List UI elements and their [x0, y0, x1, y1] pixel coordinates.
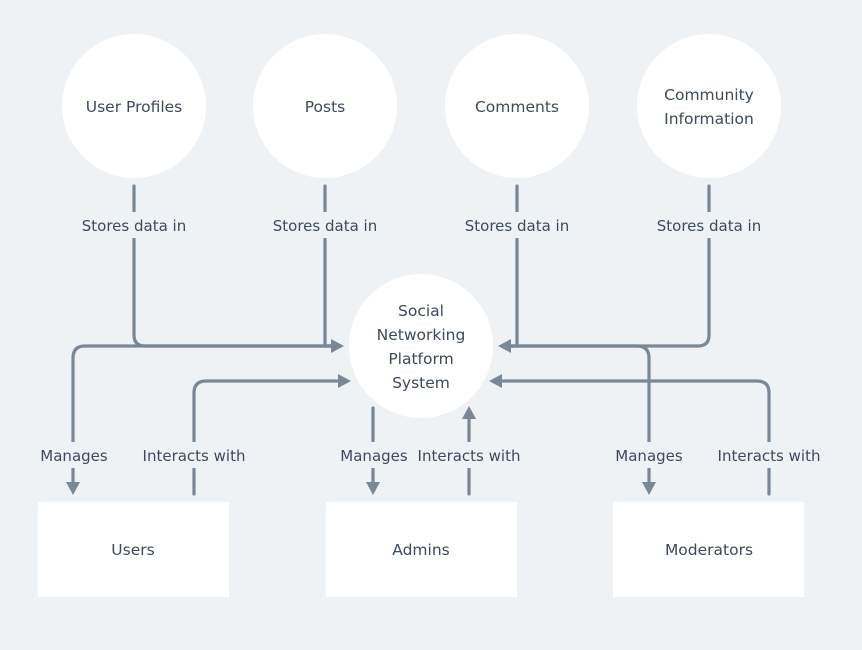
edge-label-users-to-system: Interacts with	[143, 447, 246, 465]
edge-label-bg	[611, 442, 687, 468]
edge-users-to-system	[192, 379, 342, 496]
node-system-label-line-1: Social	[398, 302, 444, 320]
arrowhead-into-system-bottom	[462, 406, 476, 419]
node-user-profiles-shape	[62, 34, 206, 178]
node-community-information-label-line-2: Information	[664, 110, 754, 128]
arrowhead-into-users	[66, 482, 80, 495]
node-system-label-line-2: Networking	[377, 326, 466, 344]
node-admins: Admins	[326, 502, 517, 597]
edge-label-admins-to-system: Interacts with	[418, 447, 521, 465]
edge-system-to-moderators	[503, 344, 651, 486]
edge-label-posts: Stores data in	[273, 217, 377, 235]
node-system-label-line-3: Platform	[388, 350, 453, 368]
edge-label-moderators-to-system: Interacts with	[718, 447, 821, 465]
edge-moderators-to-system	[498, 379, 771, 496]
edge-label-system-to-users: Manages	[40, 447, 108, 465]
node-community-information-shape	[637, 34, 781, 178]
edge-label-system-to-admins: Manages	[340, 447, 408, 465]
node-moderators-label: Moderators	[665, 541, 753, 559]
node-posts: Posts	[253, 34, 397, 178]
node-system-label-line-4: System	[392, 374, 450, 392]
node-posts-shape	[253, 34, 397, 178]
edge-user-profiles-to-system	[132, 184, 335, 348]
edge-label-bg	[138, 442, 250, 468]
edge-label-bg	[413, 442, 525, 468]
node-admins-label: Admins	[392, 541, 449, 559]
node-system: Social Networking Platform System	[349, 274, 493, 418]
edges	[71, 184, 771, 496]
node-users-shape	[38, 502, 229, 597]
arrowhead-into-system-left-bottom	[338, 374, 351, 388]
node-comments: Comments	[445, 34, 589, 178]
arrowhead-into-system-right-bottom	[489, 374, 502, 388]
arrowhead-into-system-right-top	[498, 339, 511, 353]
node-comments-shape	[445, 34, 589, 178]
node-admins-shape	[326, 502, 517, 597]
edge-label-bg	[336, 442, 412, 468]
arrowhead-into-admins	[366, 482, 380, 495]
edge-label-bg	[76, 212, 192, 238]
edge-system-to-users	[71, 344, 332, 486]
arrowhead-into-system-left-top	[331, 339, 344, 353]
edge-label-comments: Stores data in	[465, 217, 569, 235]
node-comments-label: Comments	[475, 98, 559, 116]
edge-community-to-system	[507, 184, 711, 348]
edge-label-bg	[713, 442, 825, 468]
edge-label-bg	[36, 442, 112, 468]
node-users: Users	[38, 502, 229, 597]
edge-posts-to-system	[323, 184, 335, 348]
edge-label-user-profiles: Stores data in	[82, 217, 186, 235]
edge-label-system-to-moderators: Manages	[615, 447, 683, 465]
node-users-label: Users	[111, 541, 154, 559]
node-user-profiles-label: User Profiles	[86, 98, 183, 116]
edge-comments-to-system	[507, 184, 519, 348]
node-system-shape	[349, 274, 493, 418]
node-community-information-label-line-1: Community	[664, 86, 754, 104]
edge-label-bg	[651, 212, 767, 238]
edge-label-bg	[267, 212, 383, 238]
edge-labels: Stores data in Stores data in Stores dat…	[36, 212, 825, 468]
arrowhead-into-moderators	[642, 482, 656, 495]
node-moderators: Moderators	[613, 502, 804, 597]
node-posts-label: Posts	[305, 98, 346, 116]
edge-label-community: Stores data in	[657, 217, 761, 235]
node-community-information: Community Information	[637, 34, 781, 178]
node-user-profiles: User Profiles	[62, 34, 206, 178]
arrowheads	[66, 339, 656, 495]
node-moderators-shape	[613, 502, 804, 597]
edge-label-bg	[459, 212, 575, 238]
